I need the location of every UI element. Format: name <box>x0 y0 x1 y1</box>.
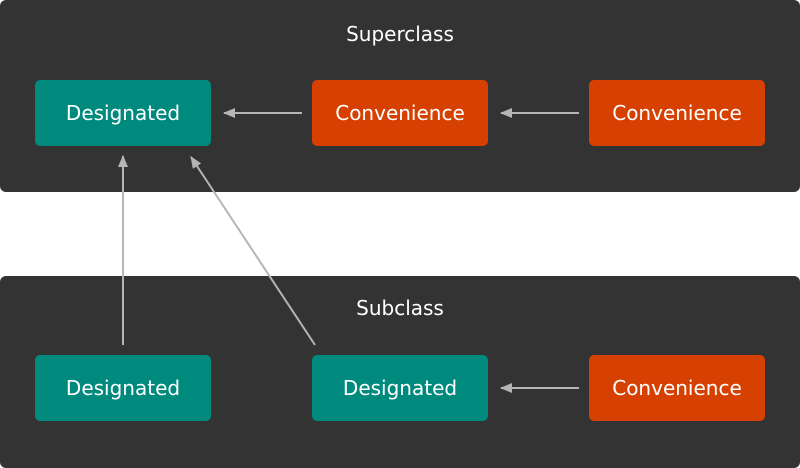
subclass-panel: Subclass Designated Designated Convenien… <box>0 276 800 468</box>
subclass-designated-box-1: Designated <box>35 355 211 421</box>
superclass-designated-box: Designated <box>35 80 211 146</box>
superclass-title: Superclass <box>346 22 454 46</box>
subclass-convenience-box: Convenience <box>589 355 765 421</box>
subclass-title: Subclass <box>356 296 444 320</box>
subclass-designated-box-2: Designated <box>312 355 488 421</box>
superclass-convenience-box-2: Convenience <box>589 80 765 146</box>
superclass-convenience-box-1: Convenience <box>312 80 488 146</box>
superclass-panel: Superclass Designated Convenience Conven… <box>0 0 800 192</box>
